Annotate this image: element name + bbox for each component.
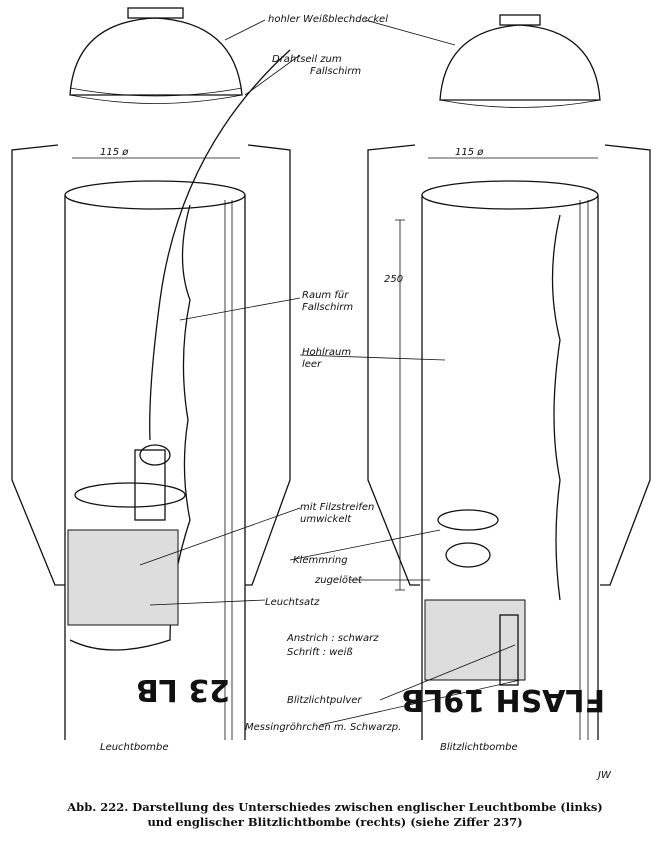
left-body-top xyxy=(64,180,246,210)
right-flash-bomb: FLASH 19LB xyxy=(367,14,651,740)
flash-powder-label: Blitzlichtpulver xyxy=(287,695,362,706)
clamp-ring xyxy=(437,509,499,531)
height-label: 250 xyxy=(384,274,403,285)
right-lid xyxy=(439,24,601,101)
felt-label-1: mit Filzstreifen xyxy=(300,502,374,513)
brass-tube xyxy=(499,614,519,686)
left-fin-left xyxy=(11,144,65,586)
right-fin-left xyxy=(367,144,420,586)
wire-label-1: Drahtseil zum xyxy=(272,54,342,65)
wire-label-2: Fallschirm xyxy=(310,66,361,77)
right-lid-handle xyxy=(499,14,541,26)
left-flare-bomb: 23 LB xyxy=(11,7,291,740)
parachute-label-1: Raum für xyxy=(302,290,349,301)
felt-label-2: umwickelt xyxy=(300,514,352,525)
lid-label: hohler Weißblechdeckel xyxy=(268,14,388,25)
leader-lines xyxy=(72,19,598,726)
parachute-label-2: Fallschirm xyxy=(302,302,353,313)
labels: hohler Weißblechdeckel Drahtseil zum Fal… xyxy=(100,14,612,781)
flash-powder xyxy=(424,599,526,681)
soldered-label: zugelötet xyxy=(314,575,363,586)
caption-line-1: Abb. 222. Darstellung des Unterschiedes … xyxy=(67,800,603,814)
left-body xyxy=(64,195,246,740)
cavity-label-1: Hohlraum xyxy=(302,347,351,358)
signature: JW xyxy=(596,770,612,781)
lettering-label: Schrift : weiß xyxy=(287,647,353,658)
brass-tube-label: Messingröhrchen m. Schwarzp. xyxy=(245,722,401,733)
diameter-left: 115 ø xyxy=(100,147,129,158)
left-lid-handle xyxy=(127,7,184,19)
caption-line-2: und englischer Blitzlichtbombe (rechts) … xyxy=(147,815,523,829)
right-body-top xyxy=(421,180,599,210)
left-fin-right xyxy=(245,144,291,586)
left-cutaway xyxy=(69,204,191,651)
left-stencil: 23 LB xyxy=(136,672,230,707)
flare-charge xyxy=(67,529,179,626)
left-lid xyxy=(69,17,243,96)
right-body xyxy=(421,195,599,740)
cavity-label-2: leer xyxy=(302,359,322,370)
diameter-right: 115 ø xyxy=(455,147,484,158)
right-cutaway xyxy=(551,214,561,601)
right-name: Blitzlichtbombe xyxy=(440,742,518,753)
paint-label: Anstrich : schwarz xyxy=(286,633,379,644)
caption: Abb. 222. Darstellung des Unterschiedes … xyxy=(0,800,670,830)
right-stencil: FLASH 19LB xyxy=(401,682,605,717)
clamp-ring-label: Klemmring xyxy=(293,555,348,566)
left-name: Leuchtbombe xyxy=(100,742,169,753)
right-fin-right xyxy=(600,144,651,586)
flare-charge-label: Leuchtsatz xyxy=(265,597,320,608)
wire-cable xyxy=(149,49,291,441)
